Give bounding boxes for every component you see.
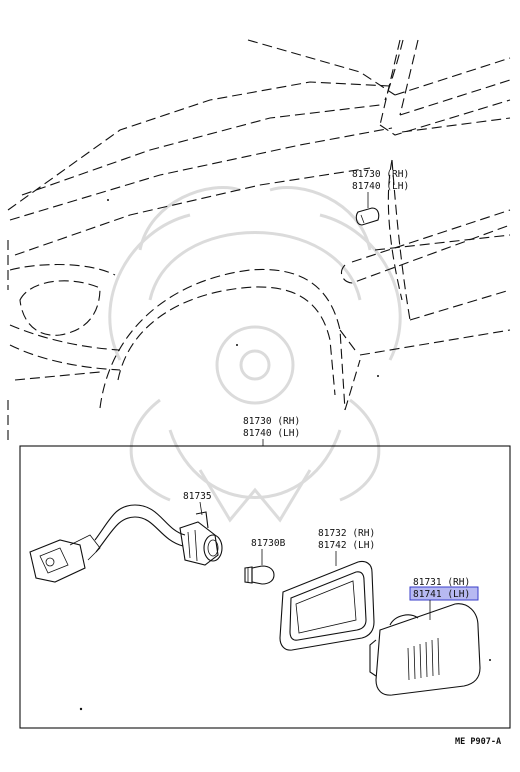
assembly-frame	[19, 445, 511, 729]
label-gasket-rh: 81732 (RH)	[318, 528, 375, 539]
leader-line-socket	[199, 501, 203, 516]
lens-part	[369, 603, 481, 696]
label-lens-rh: 81731 (RH)	[413, 577, 470, 588]
label-fender-lamp-rh: 81730 (RH)	[352, 169, 409, 180]
label-bulb: 81730B	[251, 538, 286, 549]
socket-wire-part	[29, 504, 223, 583]
watermark-emblem	[108, 186, 402, 523]
car-body-outline	[7, 39, 511, 440]
label-assembly-lh: 81740 (LH)	[243, 428, 300, 439]
label-lens-lh: 81741 (LH)	[413, 589, 470, 600]
lens-lh-highlight	[409, 586, 479, 601]
label-socket-wire: 81735	[183, 491, 212, 502]
gasket-part	[279, 560, 375, 651]
label-fender-lamp-lh: 81740 (LH)	[352, 181, 409, 192]
figure-code: ME P907-A	[455, 737, 501, 747]
bulb-part	[244, 565, 275, 585]
label-assembly-rh: 81730 (RH)	[243, 416, 300, 427]
label-gasket-lh: 81742 (LH)	[318, 540, 375, 551]
